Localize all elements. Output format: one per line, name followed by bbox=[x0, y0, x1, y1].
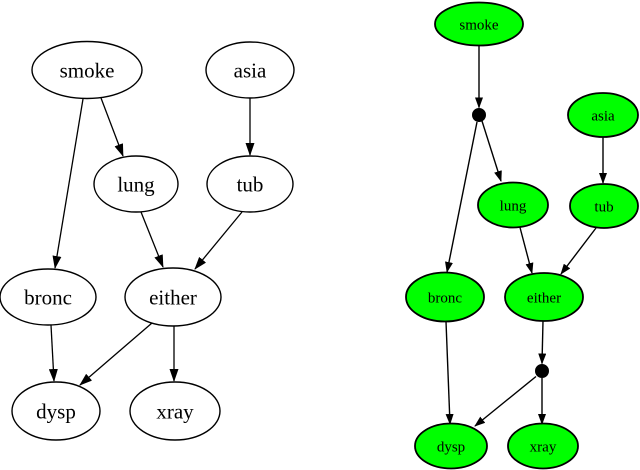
factor-dot-factor2 bbox=[535, 364, 549, 378]
node-bronc-label: bronc bbox=[428, 290, 462, 306]
node-lung-colored: lung bbox=[477, 181, 549, 229]
node-dysp-colored: dysp bbox=[414, 422, 488, 470]
node-tub-shape bbox=[569, 183, 639, 229]
factor-dot-factor1 bbox=[472, 108, 486, 122]
node-either-plain: either bbox=[124, 267, 222, 327]
node-lung-shape bbox=[477, 181, 549, 229]
node-bronc-plain: bronc bbox=[0, 268, 97, 326]
node-asia-shape bbox=[205, 41, 295, 99]
node-asia-shape bbox=[567, 92, 639, 138]
edge-either-to-dysp bbox=[79, 322, 153, 386]
edge-tub-to-either bbox=[560, 227, 597, 275]
edge-bronc-to-dysp bbox=[48, 324, 58, 382]
node-asia-plain: asia bbox=[205, 41, 295, 99]
node-asia-colored: asia bbox=[567, 92, 639, 138]
edge-smoke-to-lung bbox=[100, 97, 124, 157]
graph-colored: smoke asia lung tub bronc either dysp xray bbox=[405, 1, 639, 470]
node-tub-colored: tub bbox=[569, 183, 639, 229]
node-either-colored: either bbox=[504, 272, 584, 322]
node-smoke-plain: smoke bbox=[31, 40, 143, 100]
node-bronc-colored: bronc bbox=[405, 271, 485, 323]
edge-bronc-to-dysp bbox=[445, 321, 454, 425]
node-smoke-shape bbox=[31, 40, 143, 100]
node-bronc-shape bbox=[0, 268, 97, 326]
node-bronc-label: bronc bbox=[24, 285, 72, 309]
node-xray-shape bbox=[129, 381, 221, 441]
node-asia-label: asia bbox=[234, 58, 267, 82]
node-asia-label: asia bbox=[591, 108, 615, 124]
node-tub-label: tub bbox=[594, 199, 613, 215]
node-smoke-shape bbox=[434, 1, 524, 47]
edge-lung-to-either bbox=[140, 211, 164, 268]
edge-either-to-factor2 bbox=[538, 320, 547, 365]
node-dysp-plain: dysp bbox=[11, 381, 101, 441]
node-either-label: either bbox=[527, 290, 561, 306]
node-either-shape bbox=[124, 267, 222, 327]
node-xray-shape bbox=[507, 422, 579, 470]
node-lung-shape bbox=[93, 155, 179, 213]
node-tub-plain: tub bbox=[206, 155, 294, 213]
node-xray-label: xray bbox=[530, 439, 557, 455]
node-dysp-label: dysp bbox=[437, 439, 465, 455]
node-xray-plain: xray bbox=[129, 381, 221, 441]
edge-smoke-to-bronc bbox=[52, 98, 84, 269]
node-dysp-shape bbox=[11, 381, 101, 441]
node-xray-label: xray bbox=[156, 399, 194, 423]
node-either-label: either bbox=[149, 285, 197, 309]
node-lung-label: lung bbox=[500, 198, 527, 214]
node-tub-label: tub bbox=[237, 172, 264, 196]
node-lung-plain: lung bbox=[93, 155, 179, 213]
node-either-shape bbox=[504, 272, 584, 322]
node-lung-label: lung bbox=[117, 172, 155, 196]
node-smoke-label: smoke bbox=[60, 58, 115, 82]
node-dysp-shape bbox=[414, 422, 488, 470]
edge-factor2-to-dysp bbox=[474, 375, 537, 427]
edge-lung-to-either bbox=[519, 227, 534, 274]
graph-plain: smoke asia lung tub bronc either dysp xray bbox=[0, 40, 295, 441]
node-xray-colored: xray bbox=[507, 422, 579, 470]
node-dysp-label: dysp bbox=[36, 399, 76, 423]
node-smoke-label: smoke bbox=[459, 17, 499, 33]
node-tub-shape bbox=[206, 155, 294, 213]
node-smoke-colored: smoke bbox=[434, 1, 524, 47]
edge-factor1-to-bronc bbox=[445, 121, 478, 273]
edge-tub-to-either bbox=[194, 211, 243, 270]
edge-factor1-to-lung bbox=[481, 120, 502, 182]
node-bronc-shape bbox=[405, 271, 485, 323]
